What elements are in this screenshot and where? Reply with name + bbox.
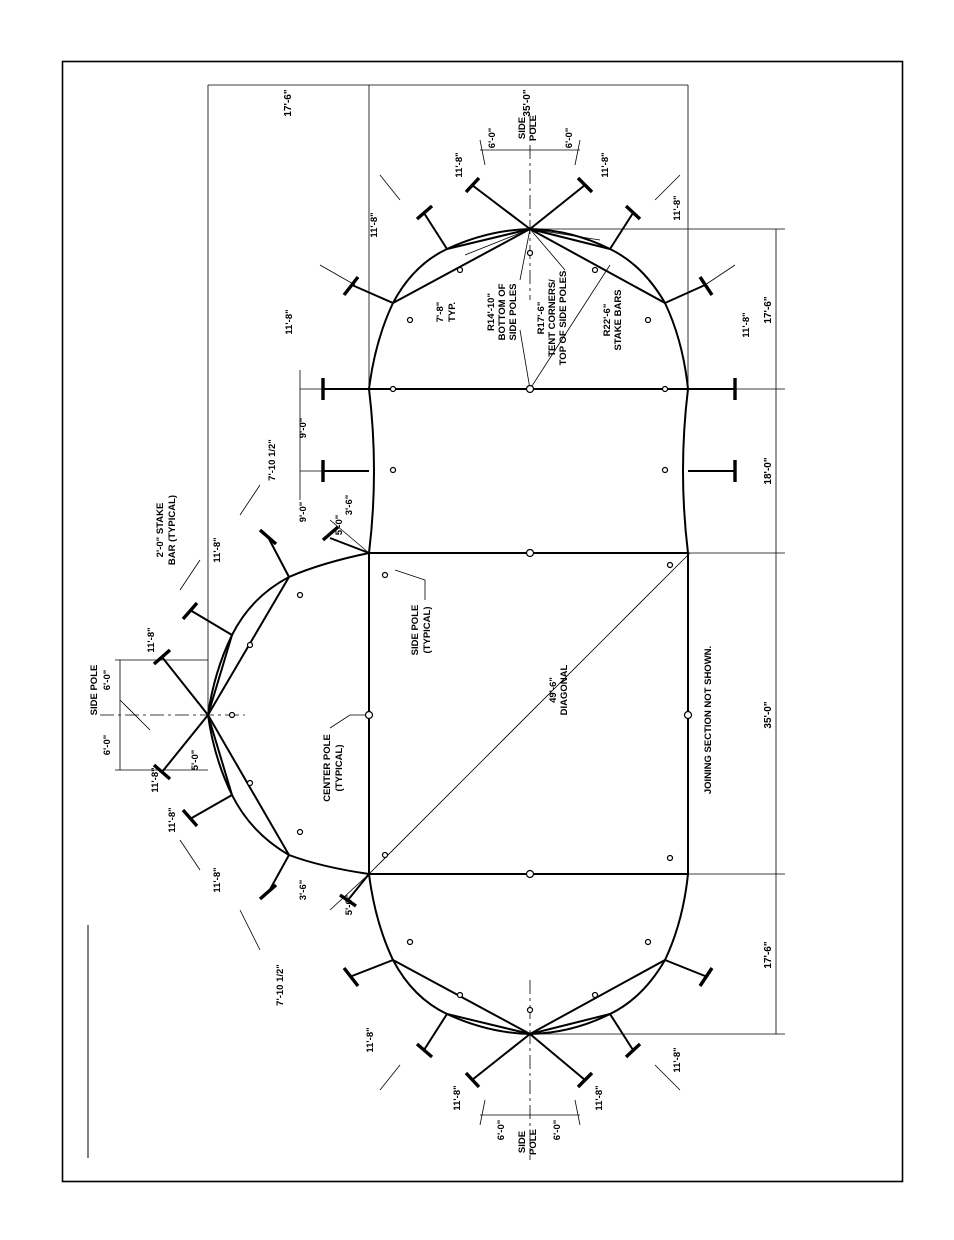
dim-11-8: 11'-8" (672, 195, 683, 220)
dim-11-8: 11'-8" (454, 152, 465, 177)
dim-5-0: 5'-0" (334, 515, 345, 536)
dim-9-0: 9'-0" (298, 502, 309, 523)
r17-l3: TOP OF SIDE POLES (558, 271, 569, 366)
r14-l1: R14'-10" (486, 293, 497, 331)
dim-11-8: 11'-8" (150, 767, 161, 792)
dim-top-35-0: 35'-0" (522, 89, 533, 116)
dim-11-8: 11'-8" (594, 1085, 605, 1110)
side-pole-left-label: SIDE POLE (89, 665, 100, 716)
center-pole (364, 710, 374, 720)
center-pole (525, 869, 535, 879)
dim-11-8: 11'-8" (212, 537, 223, 562)
r17-l1: R17'-6" (536, 302, 547, 335)
r14-l2: BOTTOM OF (497, 283, 508, 340)
dim-7-10: 7'-10 1/2" (267, 439, 278, 481)
dim-11-8: 11'-8" (212, 867, 223, 892)
r22-l2: STAKE BARS (613, 289, 624, 350)
side-pole-typ-l1: SIDE POLE (410, 605, 421, 656)
tent-frame (161, 184, 735, 1081)
dim-6-0: 6'-0" (496, 1120, 507, 1141)
label-leaders (329, 569, 426, 729)
stake-bar-note-l1: 2'-0" STAKE (155, 503, 166, 558)
dim-top-17-6: 17'-6" (283, 89, 294, 116)
side-pole-typ-l2: (TYPICAL) (422, 607, 433, 654)
center-lines (100, 120, 531, 1160)
center-pole-l2: (TYPICAL) (334, 745, 345, 792)
dim-3-6: 3'-6" (298, 880, 309, 901)
dim-11-8: 11'-8" (452, 1085, 463, 1110)
dim-11-8: 11'-8" (672, 1047, 683, 1072)
center-pole (525, 548, 535, 558)
dim-11-8: 11'-8" (741, 312, 752, 337)
dim-5-0: 5'-0" (190, 750, 201, 771)
side-pole-top-l2: POLE (528, 115, 539, 141)
dim-11-8: 11'-8" (369, 212, 380, 237)
dim-6-0: 6'-0" (552, 1120, 563, 1141)
r14-l3: SIDE POLES (508, 283, 519, 340)
dim-6-0: 6'-0" (102, 670, 113, 691)
dim-6-0: 6'-0" (564, 128, 575, 149)
stake-bar-note-l2: BAR (TYPICAL) (167, 495, 178, 565)
dim-leaders (119, 139, 736, 1126)
dim-right-17-6-b: 17'-6" (763, 941, 774, 968)
dim-11-8: 11'-8" (284, 309, 295, 334)
dim-11-8: 11'-8" (365, 1027, 376, 1052)
dim-right-17-6-a: 17'-6" (763, 296, 774, 323)
dim-5-0: 5'-0" (344, 895, 355, 916)
diagonal-l2: DIAGONAL (559, 664, 570, 715)
typ-l1: 7'-8" (435, 302, 446, 323)
center-pole (683, 710, 693, 720)
dim-11-8: 11'-8" (146, 627, 157, 652)
r22-l1: R22'-6" (602, 304, 613, 337)
side-pole-bottom-l2: POLE (528, 1129, 539, 1155)
drawing-border (61, 60, 904, 1183)
dim-6-0: 6'-0" (487, 128, 498, 149)
side-pole-top-l1: SIDE (517, 117, 528, 139)
dim-11-8: 11'-8" (600, 152, 611, 177)
dim-9-0: 9'-0" (298, 418, 309, 439)
dim-7-10: 7'-10 1/2" (275, 964, 286, 1006)
stake-bars (152, 176, 737, 1089)
top-dimensions: 17'-6" 35'-0" (283, 89, 533, 116)
side-pole-bottom-l1: SIDE (517, 1131, 528, 1153)
diagonal-l1: 49'-6" (548, 677, 559, 703)
dim-11-8: 11'-8" (167, 807, 178, 832)
dim-3-6: 3'-6" (344, 495, 355, 516)
typ-l2: TYP. (447, 302, 458, 322)
dimension-lines (115, 84, 785, 1116)
center-pole-l1: CENTER POLE (322, 734, 333, 802)
segment-dimensions: 11'-8" 11'-8" 11'-8" 6'-0" 6'-0" 11'-8" … (102, 128, 752, 1141)
r17-l2: TENT CORNERS/ (547, 279, 558, 357)
radius-leaders (329, 228, 691, 911)
dim-right-18-0: 18'-0" (763, 457, 774, 484)
center-pole (525, 384, 535, 394)
notes: SIDE POLE SIDE POLE SIDE POLE 2'-0" STAK… (89, 115, 714, 1155)
dim-6-0: 6'-0" (102, 735, 113, 756)
joining-note: JOINING SECTION NOT SHOWN. (703, 646, 714, 794)
poles (228, 249, 693, 1014)
dim-right-35-0: 35'-0" (763, 701, 774, 728)
right-dimensions: 17'-6" 18'-0" 35'-0" 17'-6" (763, 296, 774, 968)
